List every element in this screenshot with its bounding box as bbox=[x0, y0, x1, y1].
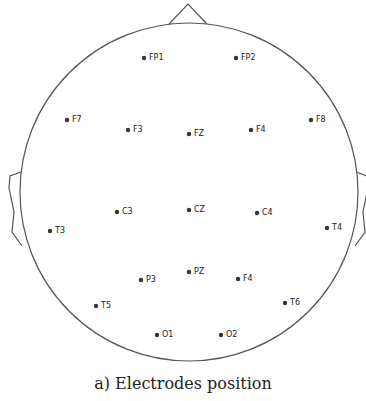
electrode-label: F8 bbox=[316, 115, 326, 125]
electrode-label: F3 bbox=[133, 125, 143, 135]
nose bbox=[169, 4, 207, 24]
electrode-label: T4 bbox=[332, 223, 342, 233]
electrode-label: F4 bbox=[243, 274, 253, 284]
electrode-label: FZ bbox=[194, 129, 204, 139]
electrode-label: C3 bbox=[122, 207, 133, 217]
electrode-label: PZ bbox=[194, 267, 204, 277]
electrode-dots bbox=[48, 56, 329, 337]
electrode-label: CZ bbox=[194, 205, 205, 215]
head-circle bbox=[20, 23, 358, 361]
figure-caption: a) Electrodes position bbox=[0, 374, 366, 394]
electrode-label: C4 bbox=[262, 208, 273, 218]
electrode-label: FP1 bbox=[149, 53, 164, 63]
electrode-label: FP2 bbox=[241, 53, 256, 63]
electrode-label: O2 bbox=[226, 330, 237, 340]
electrode-label: P3 bbox=[146, 275, 156, 285]
electrode-label: F4 bbox=[256, 125, 266, 135]
electrode-label: T3 bbox=[55, 226, 65, 236]
electrode-label: T6 bbox=[290, 298, 300, 308]
electrode-label: T5 bbox=[101, 301, 111, 311]
electrode-label: O1 bbox=[162, 330, 173, 340]
electrode-label: F7 bbox=[72, 115, 82, 125]
